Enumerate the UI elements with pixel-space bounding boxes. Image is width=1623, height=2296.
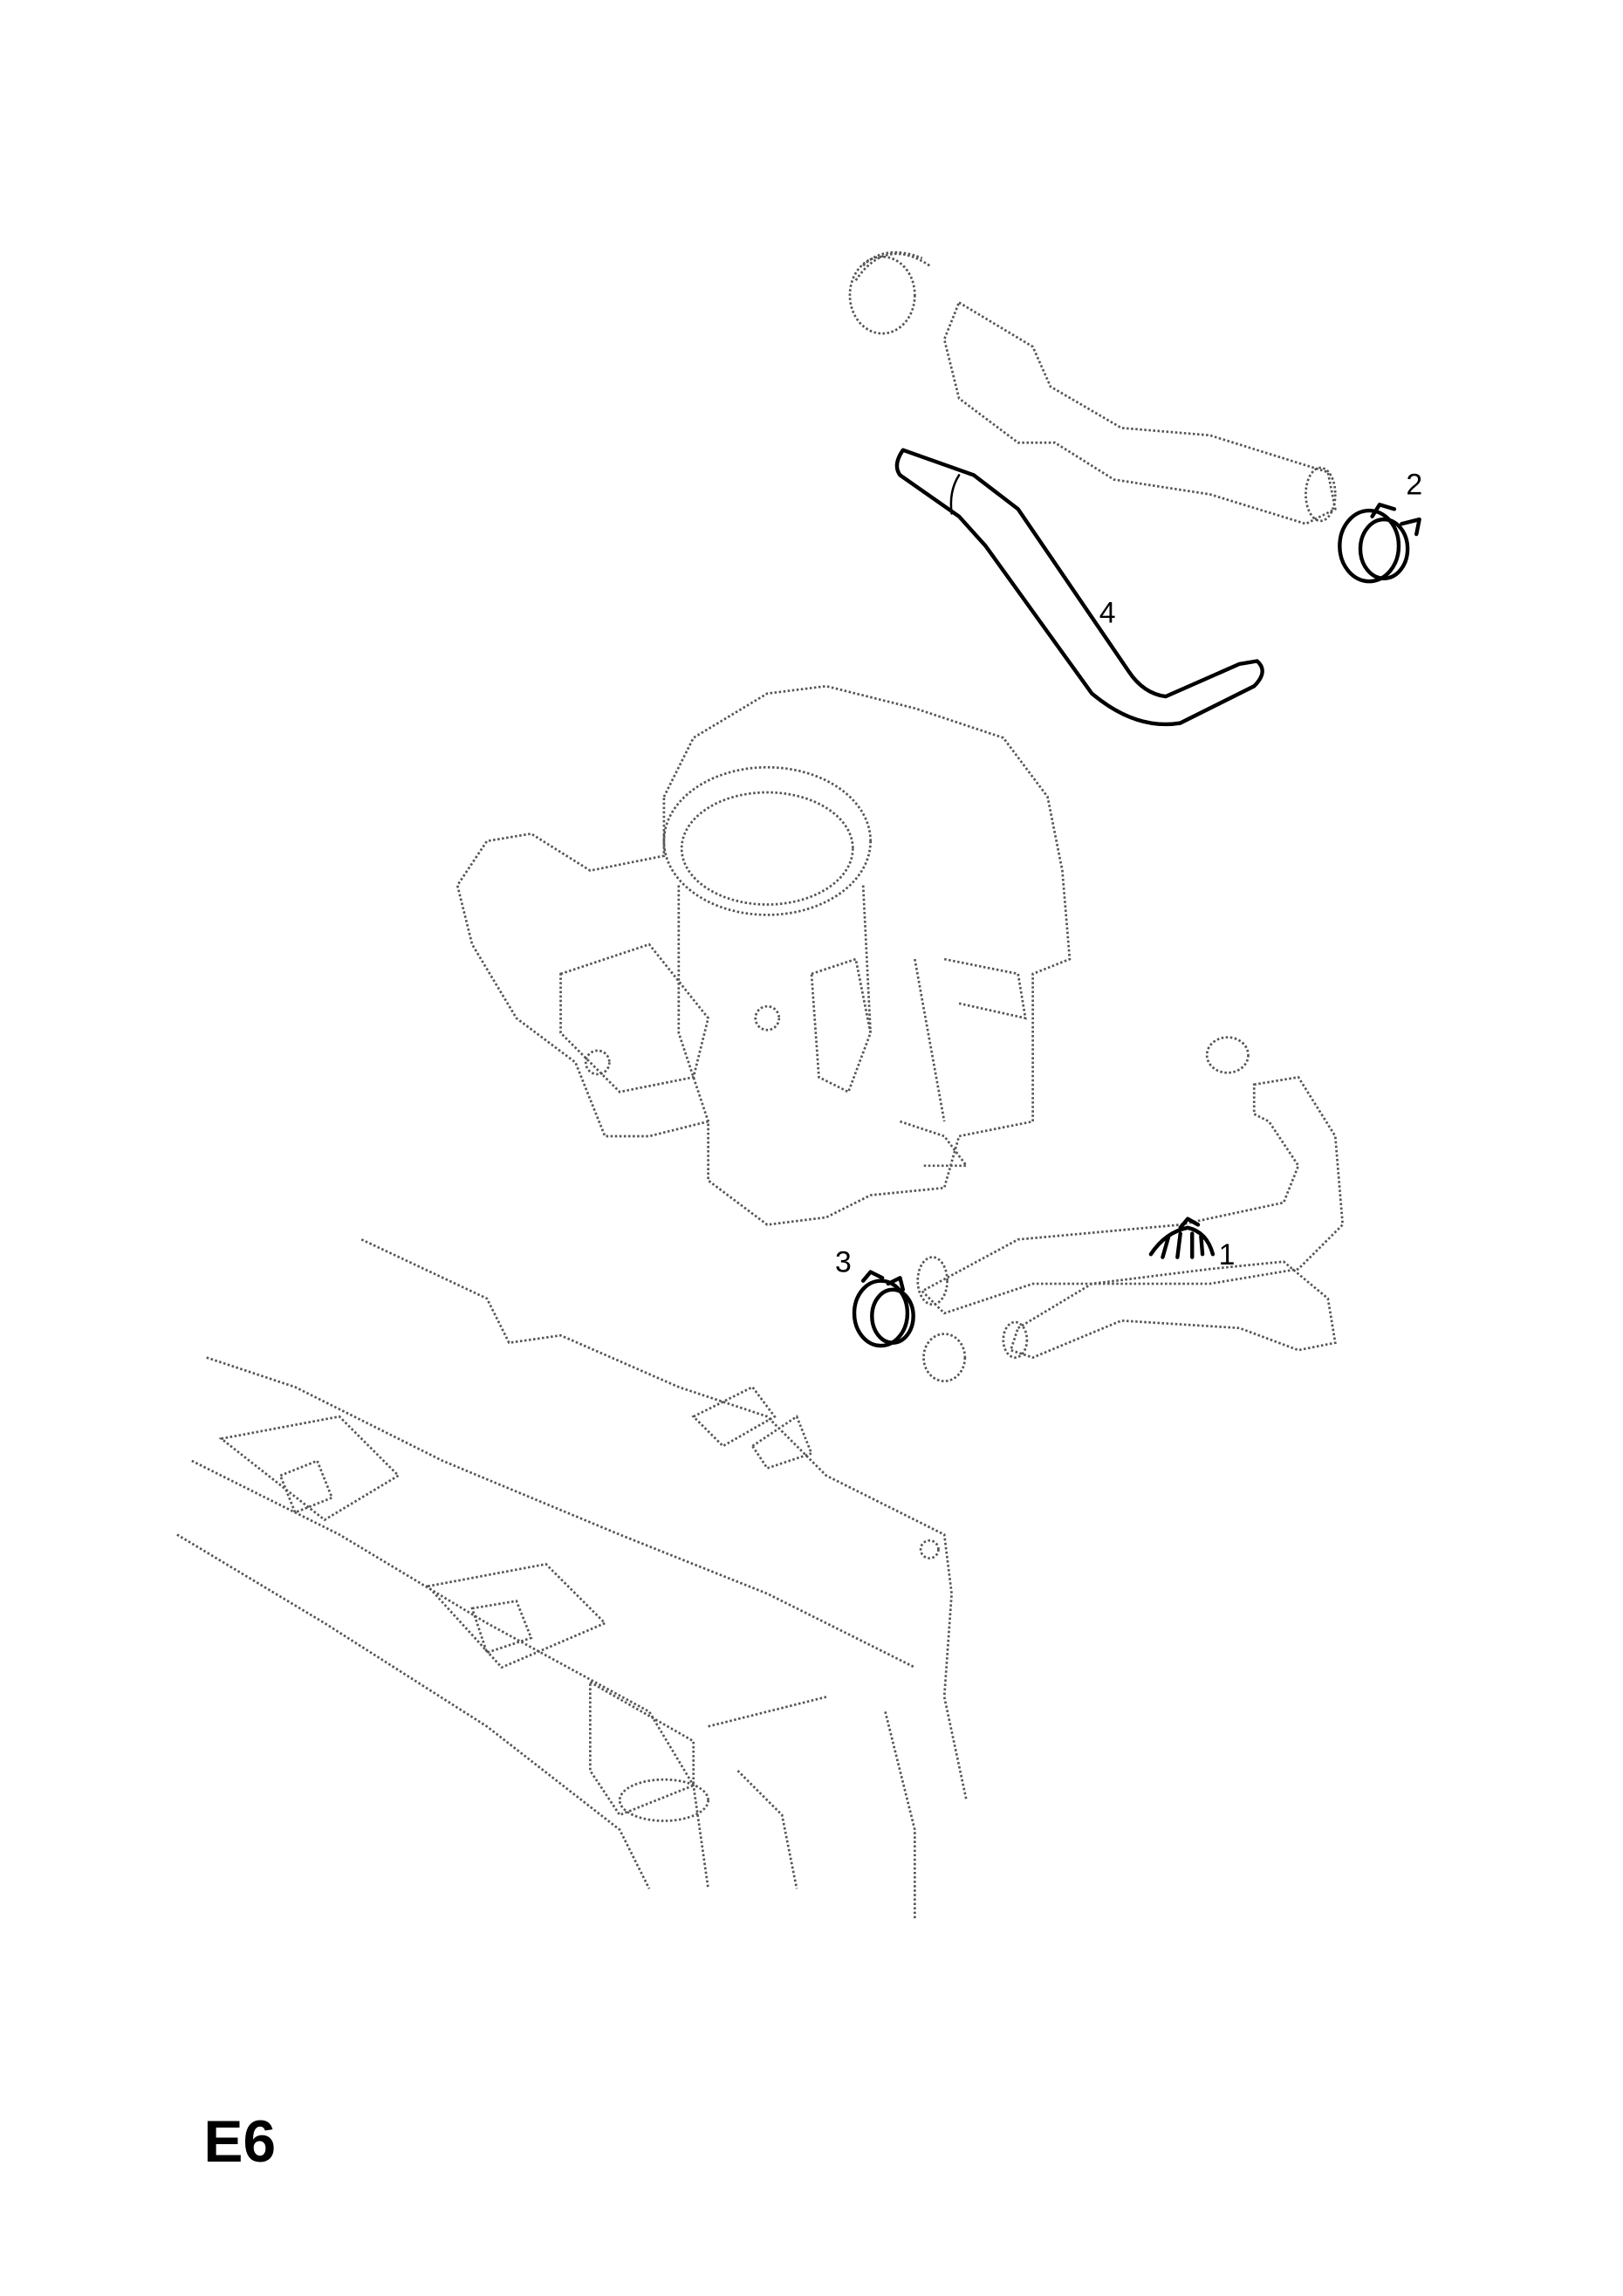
hose-clamp-3[interactable] <box>852 1270 915 1348</box>
hose-clamp-2[interactable] <box>1338 503 1421 584</box>
callout-2: 2 <box>1406 468 1422 501</box>
ghost-lower-hoses <box>916 1036 1345 1383</box>
ghost-throttle-body <box>455 684 1072 1226</box>
ghost-radiator <box>176 1238 968 1919</box>
callout-3: 3 <box>835 1246 852 1279</box>
page-code: E6 <box>203 2109 276 2175</box>
hose-4[interactable] <box>894 448 1264 727</box>
callout-4: 4 <box>1099 597 1116 630</box>
callout-1: 1 <box>1219 1238 1236 1271</box>
ghost-upper-hose-and-clamp <box>848 250 1337 525</box>
hose-clamp-1[interactable] <box>1148 1217 1216 1259</box>
